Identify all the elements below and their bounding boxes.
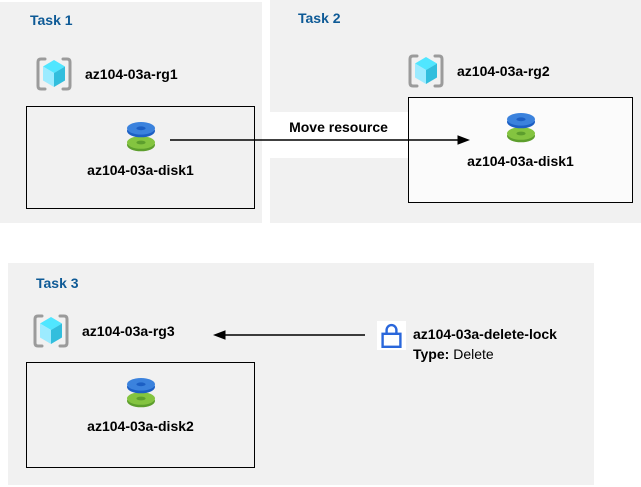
task2-resource-group-label: az104-03a-rg2: [457, 63, 550, 79]
task1-resource-group-row: az104-03a-rg1: [34, 56, 178, 92]
task2-resource-box: az104-03a-disk1: [408, 97, 633, 203]
task3-resource-group-row: az104-03a-rg3: [31, 313, 175, 349]
task3-resource-group-label: az104-03a-rg3: [82, 323, 175, 339]
lock-annotation: az104-03a-delete-lock Type: Delete: [413, 324, 557, 364]
disk-icon: [126, 378, 155, 408]
task1-resource-box: az104-03a-disk1: [26, 106, 255, 209]
task3-title: Task 3: [36, 275, 79, 291]
task1-disk-label: az104-03a-disk1: [87, 162, 194, 178]
lock-name-label: az104-03a-delete-lock: [413, 326, 557, 342]
resource-group-icon: [33, 314, 69, 348]
task1-title: Task 1: [30, 12, 73, 28]
lock-icon: [381, 323, 402, 349]
disk-icon: [506, 113, 535, 143]
task2-title: Task 2: [298, 10, 341, 26]
lock-type-value: Delete: [449, 346, 494, 362]
disk-icon: [126, 122, 155, 152]
task2-disk-label: az104-03a-disk1: [467, 153, 574, 169]
lock-type-line: Type: Delete: [413, 344, 557, 364]
resource-group-icon: [36, 57, 72, 91]
panel-task3: Task 3 az104-03a-rg3 az104-03a-disk2: [8, 263, 594, 485]
resource-group-icon: [408, 54, 444, 88]
task3-disk-label: az104-03a-disk2: [87, 418, 194, 434]
move-resource-label-box: Move resource: [269, 112, 408, 158]
panel-task2: Task 2 az104-03a-rg2 az104-03a-disk1: [270, 0, 641, 223]
task3-resource-box: az104-03a-disk2: [26, 362, 255, 468]
task2-resource-group-row: az104-03a-rg2: [406, 53, 550, 89]
lock-type-key: Type:: [413, 346, 450, 362]
lock-badge: [377, 321, 406, 350]
move-resource-label: Move resource: [289, 119, 388, 135]
task1-resource-group-label: az104-03a-rg1: [85, 66, 178, 82]
panel-task1: Task 1 az104-03a-rg1 az104-03a-disk1: [0, 2, 262, 223]
